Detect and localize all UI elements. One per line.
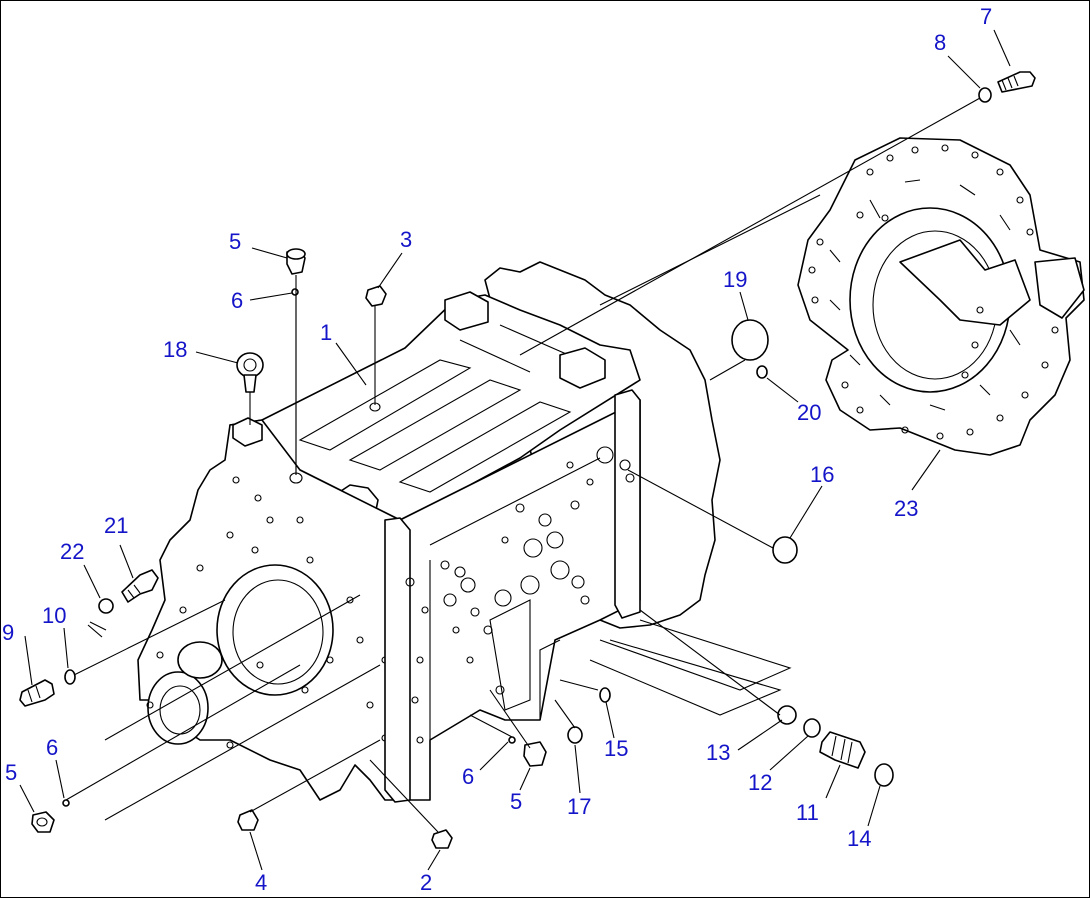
callout-14: 14 (847, 826, 871, 851)
callout-20: 20 (797, 400, 821, 425)
callout-19: 19 (723, 267, 747, 292)
cover-14 (874, 763, 894, 787)
bolt-21 (121, 569, 159, 603)
bolt-7 (997, 71, 1036, 93)
callout-21: 21 (104, 513, 128, 538)
callout-labels: 7 8 5 3 6 1 18 19 20 16 23 21 22 9 10 6 … (2, 4, 992, 895)
callout-16: 16 (810, 462, 834, 487)
plug-4 (237, 809, 259, 831)
transmission-case (104, 261, 792, 821)
washer-22 (98, 598, 114, 614)
callout-23: 23 (894, 496, 918, 521)
oring-12 (803, 718, 821, 738)
leader-lines (19, 29, 1011, 871)
callout-4: 4 (255, 870, 267, 895)
callout-6-top: 6 (231, 288, 243, 313)
callout-11: 11 (796, 800, 819, 825)
bolt-5-center (523, 741, 547, 767)
oring-6-left (62, 799, 70, 807)
bolt-9 (19, 679, 55, 707)
callout-5-left: 5 (5, 760, 17, 785)
callout-12: 12 (748, 770, 772, 795)
plug-17 (567, 726, 583, 744)
callout-2: 2 (420, 870, 432, 895)
bell-housing (797, 137, 1085, 456)
oring-19 (731, 319, 769, 361)
callout-15: 15 (604, 736, 628, 761)
callout-5-center: 5 (510, 789, 522, 814)
callout-9: 9 (2, 620, 14, 645)
callout-3: 3 (400, 227, 412, 252)
oring-6-center (508, 736, 516, 744)
callout-17: 17 (567, 794, 591, 819)
callout-18: 18 (163, 337, 187, 362)
bolt-5-top (286, 248, 306, 275)
callout-6-center: 6 (462, 764, 474, 789)
washer-8 (978, 87, 992, 103)
callout-1: 1 (320, 320, 332, 345)
callout-5-top: 5 (229, 229, 241, 254)
plug-3 (365, 285, 387, 307)
oring-20 (756, 365, 768, 379)
callout-10: 10 (42, 603, 66, 628)
fasteners-and-seals (19, 71, 1036, 849)
callout-13: 13 (706, 740, 730, 765)
plug-15 (599, 687, 611, 703)
oring-6-top (291, 288, 299, 296)
callout-22: 22 (60, 539, 84, 564)
oring-13 (777, 705, 797, 725)
callout-6-left: 6 (46, 735, 58, 760)
bolt-5-left (31, 811, 55, 833)
washer-10 (64, 669, 76, 685)
callout-7: 7 (980, 4, 992, 29)
fitting-11 (819, 731, 866, 769)
eye-bolt-18 (236, 352, 264, 393)
plug-2 (431, 829, 453, 849)
cover-16 (772, 536, 798, 564)
callout-8: 8 (934, 30, 946, 55)
